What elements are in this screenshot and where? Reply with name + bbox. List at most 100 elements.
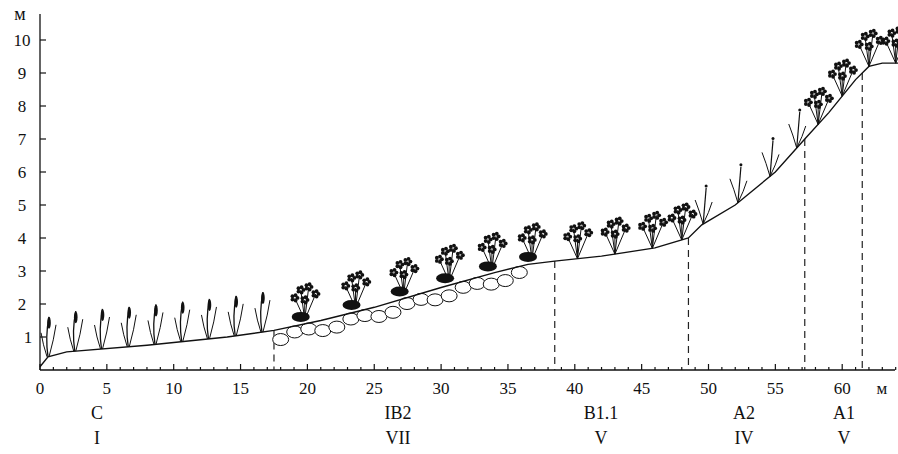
axis-label: 40 [566, 380, 583, 397]
flower-petal [685, 202, 689, 206]
flower-petal [611, 234, 615, 238]
x-tick [882, 367, 883, 370]
flower-petal [895, 39, 898, 43]
x-tick [695, 367, 696, 370]
x-tick [574, 364, 575, 370]
flower-petal [407, 257, 411, 261]
flower-petal [542, 229, 546, 233]
y-tick [40, 72, 46, 73]
flower-petal [488, 249, 492, 253]
flower-petal [681, 215, 685, 219]
flower-petal [837, 62, 841, 66]
reed-leaf [183, 310, 190, 342]
flower-petal [604, 228, 608, 232]
flower-petal [838, 76, 842, 80]
axis-label: 35 [499, 380, 516, 397]
flower-petal [563, 236, 567, 240]
zone-label: A2 [733, 404, 755, 422]
grass-seed [739, 163, 742, 166]
flower-petal [659, 222, 663, 226]
flower-petal [524, 230, 528, 234]
x-tick [347, 367, 348, 370]
x-tick [93, 367, 94, 370]
x-tick [481, 367, 482, 370]
grass-blade [762, 152, 770, 176]
x-tick [53, 367, 54, 370]
flower-petal [404, 261, 408, 265]
flower-petal [495, 232, 499, 236]
flower-petal [301, 300, 305, 304]
flower-petal [810, 94, 814, 98]
x-tick [454, 367, 455, 370]
flower-petal [834, 66, 838, 70]
moss-tuft [519, 252, 537, 262]
flower-petal [845, 59, 849, 63]
zone-label: м [14, 5, 25, 23]
flower-petal [294, 293, 298, 297]
flower-petal [365, 277, 369, 281]
x-tick [320, 367, 321, 370]
flower-petal [411, 268, 415, 272]
rock [329, 321, 345, 333]
flower-petal [610, 220, 614, 224]
axis-label: 10 [14, 32, 31, 49]
x-tick [801, 367, 802, 370]
y-tick [40, 336, 46, 337]
grass-blade [770, 154, 779, 176]
flower-petal [438, 255, 442, 259]
flower-petal [532, 227, 536, 231]
axis-label: 5 [18, 197, 27, 214]
flower-petal [362, 282, 366, 286]
zone-label: C [91, 404, 103, 422]
axis-label: 5 [103, 380, 112, 397]
flower-petal [891, 29, 895, 33]
moss-tuft [436, 273, 454, 283]
zone-label: I [94, 429, 100, 447]
x-tick [721, 367, 722, 370]
moss-tuft [292, 312, 310, 322]
flower-petal [858, 40, 862, 44]
flower-petal [414, 264, 418, 268]
flower-petal [344, 281, 348, 285]
flower-petal [677, 205, 681, 209]
x-tick [227, 367, 228, 370]
flower-petal [347, 278, 351, 282]
y-tick [40, 138, 46, 139]
x-tick [842, 364, 843, 370]
flower-petal [689, 214, 693, 218]
flower-petal [527, 225, 531, 229]
flower-petal [813, 90, 817, 94]
x-tick [681, 367, 682, 370]
grass-seed [798, 109, 801, 112]
x-tick [668, 367, 669, 370]
flower-petal [351, 288, 355, 292]
flower-petal [644, 218, 648, 222]
x-tick [133, 367, 134, 370]
flower-petal [638, 226, 642, 230]
flower-petal [573, 238, 577, 242]
flower-petal [896, 30, 898, 34]
flower-petal [305, 287, 309, 291]
axis-label: 60 [834, 380, 851, 397]
x-tick [775, 364, 776, 370]
flower-petal [358, 270, 362, 274]
flower-petal [400, 274, 404, 278]
x-tick [788, 367, 789, 370]
axis-label: 3 [18, 263, 27, 280]
x-tick [628, 367, 629, 370]
axis-label: 10 [165, 380, 182, 397]
reed-leaf [209, 307, 216, 339]
x-tick [654, 367, 655, 370]
flower-petal [868, 42, 872, 46]
reed-spike [127, 307, 131, 319]
flower-petal [804, 102, 808, 106]
flower-petal [831, 70, 835, 74]
flower-petal [491, 245, 495, 249]
flower-petal [896, 27, 898, 31]
zone-divider [862, 73, 863, 370]
flower-petal [521, 233, 525, 237]
reed-leaf [49, 325, 56, 357]
flower-petal [849, 70, 853, 74]
flower-petal [456, 255, 460, 259]
flower-petal [535, 222, 539, 226]
